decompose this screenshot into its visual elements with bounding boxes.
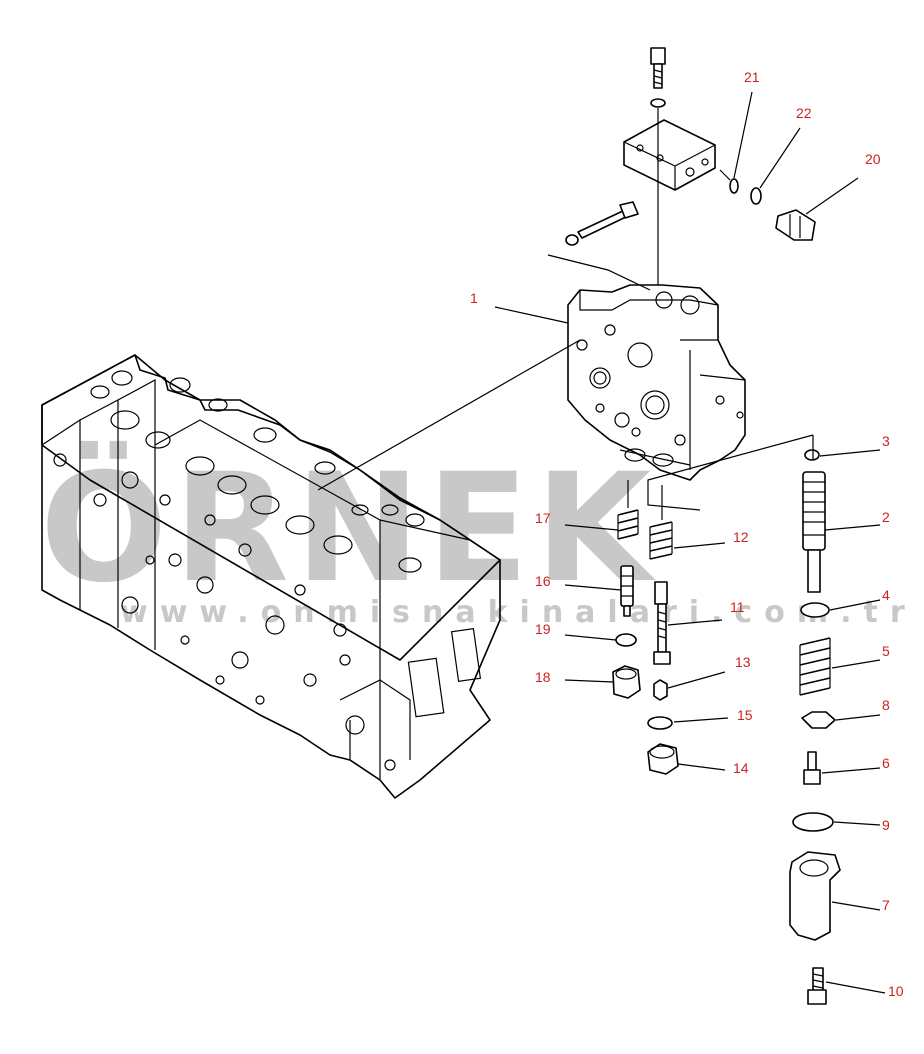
callout-10: 10 [888,983,904,999]
callout-9: 9 [882,817,890,833]
callout-20: 20 [865,151,881,167]
callout-2: 2 [882,509,890,525]
callout-13: 13 [735,654,751,670]
watermark-text: ÖRNEK [40,440,657,616]
callout-6: 6 [882,755,890,771]
oring-part-19 [615,633,637,647]
callout-4: 4 [882,587,890,603]
top-block [623,119,716,191]
spool-part-2 [802,471,826,593]
valve-part-11 [653,581,671,665]
oring-part-15 [647,716,673,730]
side-bolt [565,201,639,246]
bolt-part-10 [807,967,827,1005]
spring-part-17 [617,509,639,540]
plug-20 [775,209,816,241]
top-bolt [650,47,666,108]
plug-part-18 [612,665,641,699]
assembly-lines [317,108,814,520]
callout-21: 21 [744,69,760,85]
spring-part-12 [649,521,673,560]
cap-part-7 [789,851,841,941]
callout-8: 8 [882,697,890,713]
callout-17: 17 [535,510,551,526]
callout-18: 18 [535,669,551,685]
bolt-part-6 [803,751,821,785]
main-valve-block [41,354,501,799]
callout-labels: 1 2 3 4 5 6 7 8 9 10 11 12 13 14 15 16 1… [470,69,904,999]
callout-15: 15 [737,707,753,723]
nut-part-8 [801,711,836,729]
oring-21 [729,178,739,194]
spring-part-5 [799,637,831,696]
oring-22 [750,187,762,205]
callout-3: 3 [882,433,890,449]
part-3 [804,449,820,461]
watermark: ÖRNEK www.onmisnakinalari.com.tr [40,440,917,630]
oring-part-9 [792,812,834,832]
callout-22: 22 [796,105,812,121]
plug-part-14 [647,743,679,775]
plug-part-13 [653,679,668,701]
leader-lines [494,91,886,994]
callout-19: 19 [535,621,551,637]
callout-16: 16 [535,573,551,589]
callout-1: 1 [470,290,478,306]
callout-7: 7 [882,897,890,913]
watermark-url: www.onmisnakinalari.com.tr [120,595,917,630]
retainer-part-4 [800,602,830,618]
callout-14: 14 [733,760,749,776]
callout-11: 11 [730,599,745,615]
callout-5: 5 [882,643,890,659]
poppet-part-16 [620,565,634,617]
callout-12: 12 [733,529,749,545]
